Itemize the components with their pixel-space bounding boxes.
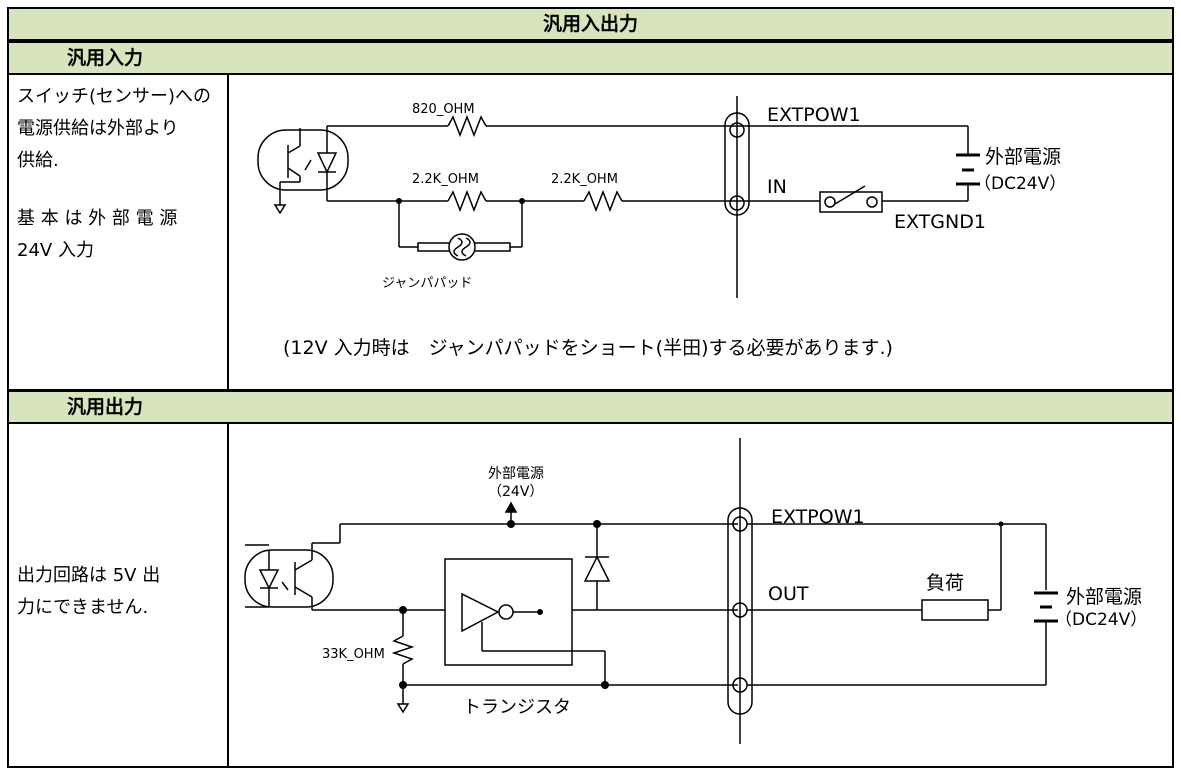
label-out: OUT: [768, 583, 809, 605]
label-r3: 2.2K_OHM: [551, 172, 618, 187]
output-desc-line-1: 出力回路は 5V 出: [17, 565, 161, 586]
output-description: 出力回路は 5V 出 力にできません.: [7, 424, 229, 768]
label-jumper: ジャンパパッド: [382, 276, 472, 291]
label-supply-in: 外部電源: [985, 146, 1061, 168]
output-optocoupler: [244, 549, 334, 608]
input-optocoupler: [257, 129, 349, 191]
output-circuit-dots: [399, 520, 1004, 689]
input-section-header: 汎用入力: [7, 41, 1174, 75]
transistor-block: [444, 558, 573, 666]
label-r2: 2.2K_OHM: [412, 172, 479, 187]
label-extgnd: EXTGND1: [894, 211, 986, 233]
input-desc-line-2: 電源供給は外部より: [17, 118, 179, 139]
output-desc-line-2: 力にできません.: [17, 597, 149, 618]
output-section-header: 汎用出力: [7, 390, 1174, 424]
label-load: 負荷: [926, 572, 964, 594]
input-desc-line-4: 基 本 は 外 部 電 源: [17, 208, 178, 229]
label-supply-in-v: （DC24V）: [974, 174, 1066, 194]
input-note: (12V 入力時は ジャンパパッドをショート(半田)する必要があります.): [283, 337, 893, 359]
label-r1: 820_OHM: [412, 102, 475, 117]
input-desc-line-5: 24V 入力: [17, 240, 94, 261]
label-supply-top: 外部電源: [488, 466, 544, 482]
label-transistor: トランジスタ: [463, 697, 571, 718]
label-supply-out-v: （DC24V）: [1055, 610, 1147, 630]
label-extpow-in: EXTPOW1: [767, 104, 861, 126]
input-desc-line-3: 供給.: [17, 150, 59, 171]
resistor-2k2-b: [583, 189, 623, 213]
input-desc-line-1: スイッチ(センサー)への: [17, 86, 212, 107]
resistor-2k2-a: [447, 189, 487, 213]
label-supply-top-v: （24V）: [488, 484, 543, 500]
resistor-33k: [391, 635, 415, 665]
resistor-820: [447, 114, 487, 138]
label-r-33k: 33K_OHM: [322, 647, 385, 662]
input-switch: [819, 191, 883, 213]
label-extpow-out: EXTPOW1: [771, 506, 865, 528]
label-in: IN: [767, 176, 787, 198]
input-circuit-dots: [396, 198, 525, 204]
output-diagram-cell: [227, 424, 1174, 768]
label-supply-out: 外部電源: [1066, 586, 1142, 608]
load: [921, 599, 989, 621]
input-circuit: [257, 96, 980, 298]
output-circuit: [244, 438, 1058, 744]
page-title: 汎用入出力: [7, 7, 1174, 41]
